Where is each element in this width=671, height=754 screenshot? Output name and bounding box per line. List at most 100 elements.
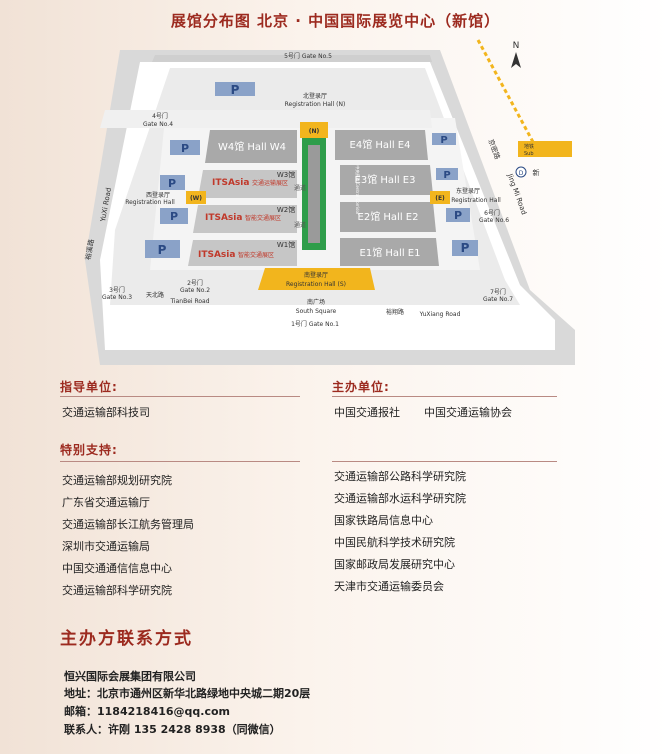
hall-w1-label: W1馆 [277,240,295,249]
parking-lot-7 [436,168,458,180]
parking-label: P [181,142,189,155]
reg-east-cn: 东登录厅 [456,187,480,195]
itsasia-brand-w2: ITSAsia [198,250,235,260]
contact-person: 联系人：许刚 135 2428 8938（同微信） [64,723,281,736]
gate-4-cn: 4号门 [152,112,168,120]
passage-label: 通道 [294,221,306,229]
parking-lot-8 [446,208,470,222]
hall-e3 [340,165,433,195]
reg-north-cn: 北登录厅 [303,92,327,100]
parking-lot-3 [160,175,185,190]
host-heading: 主办单位: [332,380,390,394]
itsasia-brand-w3: ITSAsia [205,213,242,223]
gate-1-label: 1号门 Gate No.1 [291,320,339,328]
reg-w-badge: (W) [190,195,202,202]
hall-w1 [188,240,297,266]
corridor-top-connector [300,122,328,138]
parking-label: P [170,210,178,223]
special-left-item: 广东省交通运输厅 [62,496,150,509]
guidance-item: 交通运输部科技司 [62,406,150,419]
subway-en: Sub [524,151,534,157]
road-tianbei-cn: 天北路 [146,291,164,299]
north-reg-band [100,110,432,128]
gate-5-label: 5号门 Gate No.5 [284,52,332,60]
special-left-item: 交通运输部科学研究院 [62,584,172,597]
parking-lot-4 [160,208,188,224]
parking-label: P [158,243,167,257]
parking-label: P [440,135,447,146]
hall-e4-label: E4馆 Hall E4 [350,138,411,151]
subway-icon-glyph: D [519,170,524,177]
road-yuxiang-en: YuXiang Road [419,311,461,318]
gate-7-en: Gate No.7 [483,296,513,303]
parking-lot-5 [145,240,180,258]
hall-w3-label: W3馆 [277,170,295,179]
parking-label: P [454,209,462,222]
special-left-item: 深圳市交通运输局 [62,540,150,553]
reg-west-en: Registration Hall [125,199,175,206]
gate-4-en: Gate No.4 [143,121,173,128]
road-jingmi-en: Jing Mi Road [505,172,528,216]
special-divider-left [60,461,300,462]
reg-south-en: Registration Hall (S) [286,281,346,288]
west-reg-box [186,191,206,204]
subway-icon [515,166,527,178]
subway-east-label: 新 [533,168,540,177]
parking-label: P [168,177,176,190]
road-yuxi-cn: 裕溪路 [83,238,96,260]
north-arrow-icon [511,52,521,68]
south-square-cn: 南广场 [307,298,325,306]
gate-3-en: Gate No.3 [102,294,132,301]
special-right-item: 天津市交通运输委员会 [334,580,444,593]
central-corridor-label: 中央廊道 Central Corridor [355,165,361,215]
north-road [152,55,432,62]
road-yuxiang-cn: 裕翔路 [386,308,404,316]
reg-e-badge: (E) [435,195,445,202]
hall-w2-label: W2馆 [277,205,295,214]
hall-w2 [193,205,297,233]
reg-n-badge: (N) [309,128,320,135]
road-tianbei-en: TianBei Road [169,298,209,305]
reg-north-en: Registration Hall (N) [285,101,346,108]
itsasia-brand-w4: ITSAsia [212,178,249,188]
reg-east-en: Registration Hall [451,197,501,204]
special-left-item: 中国交通通信信息中心 [62,562,172,575]
map-title: 展馆分布图 北京 · 中国国际展览中心（新馆） [170,12,501,30]
special-left-item: 交通运输部规划研究院 [62,474,172,487]
hall-w3 [198,170,297,198]
host-item: 中国交通报社 [334,406,400,419]
parking-lot-2 [170,140,200,155]
subway-cn: 地铁 [524,143,534,150]
hall-e1 [340,238,439,266]
parking-label: P [443,170,450,181]
hall-e1-label: E1馆 Hall E1 [360,246,421,259]
guidance-heading: 指导单位: [60,380,118,394]
east-reg-box [430,191,450,204]
gate-6-cn: 6号门 [484,209,500,217]
subway-sign [518,141,572,157]
special-right-item: 国家邮政局发展研究中心 [334,558,455,571]
contact-email[interactable]: 邮箱：1184218416@qq.com [64,705,231,718]
gate-3-cn: 3号门 [109,286,125,294]
passage-label: 通道 [294,184,306,192]
contact-company: 恒兴国际会展集团有限公司 [64,670,196,683]
hall-e3-label: E3馆 Hall E3 [355,173,416,186]
venue-map: P P P P P P P P P W4馆 Hall W4 E4馆 Hall E… [0,0,671,372]
south-reg-hall [258,268,375,290]
venue-map-svg: P P P P P P P P P W4馆 Hall W4 E4馆 Hall E… [83,39,575,365]
parking-lot-9 [452,240,478,256]
itsasia-zone-w3: 智能交通展区 [245,214,281,222]
special-right-item: 交通运输部水运科学研究院 [334,492,466,505]
north-label: N [513,41,520,51]
special-heading: 特别支持: [60,443,118,457]
gate-2-cn: 2号门 [187,279,203,287]
guidance-divider [60,396,300,397]
gate-2-en: Gate No.2 [180,287,210,294]
special-left-item: 交通运输部长江航务管理局 [62,518,194,531]
central-corridor-inner [308,145,320,243]
contact-address: 地址：北京市通州区新华北路绿地中央城二期20层 [64,687,311,700]
hall-w4-label: W4馆 Hall W4 [218,140,286,153]
gate-6-en: Gate No.6 [479,217,509,224]
parking-label: P [231,83,240,97]
host-item: 中国交通运输协会 [424,406,512,419]
